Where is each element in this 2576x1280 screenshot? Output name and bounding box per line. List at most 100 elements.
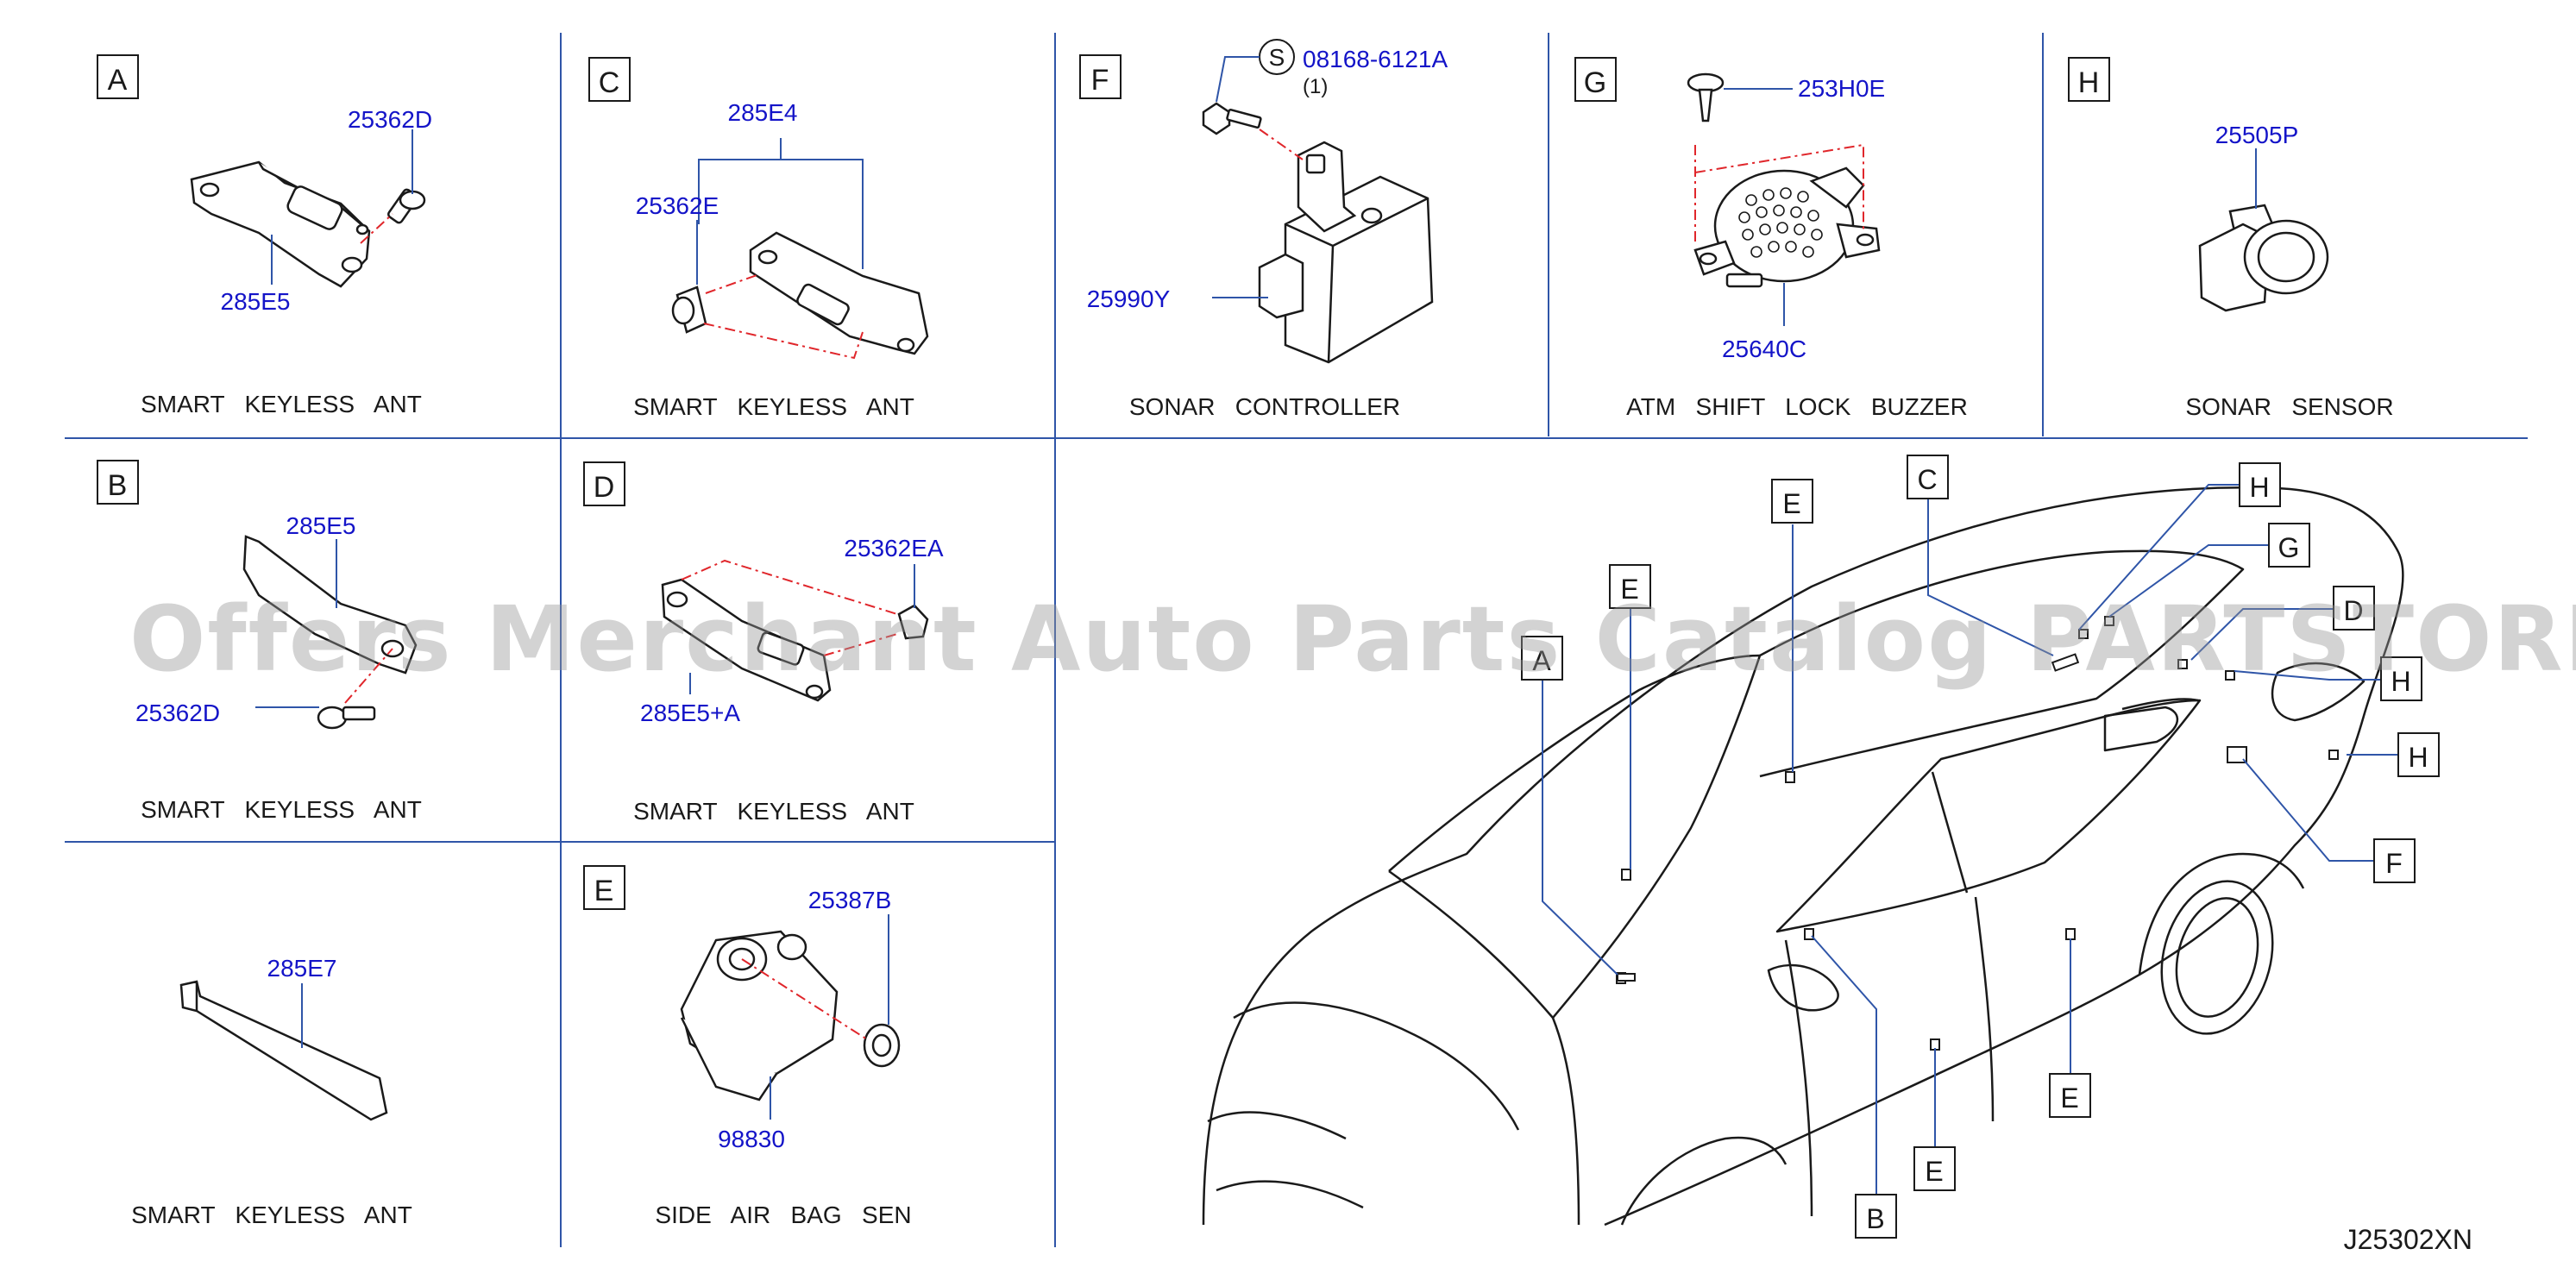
panel-b: B 285E5 25362D SMART KEYLESS ANT — [97, 460, 422, 823]
svg-text:A: A — [1532, 645, 1551, 676]
vehicle-illustration — [1202, 486, 2404, 1227]
buzzer-holes — [1738, 187, 1823, 258]
panel-285e7-caption: SMART KEYLESS ANT — [131, 1202, 412, 1228]
part-number-25362e[interactable]: 25362E — [636, 192, 719, 219]
sonar-sensor-illustration — [2198, 204, 2329, 312]
panel-h: H 25505P SONAR SENSOR — [2068, 57, 2394, 420]
panel-a-letter: A — [108, 64, 128, 97]
svg-text:E: E — [2060, 1082, 2078, 1114]
part-number-25362ea[interactable]: 25362EA — [844, 535, 944, 562]
svg-text:G: G — [2278, 532, 2300, 563]
callout-h-2[interactable]: H — [2380, 656, 2422, 701]
part-number-285e5[interactable]: 285E5 — [221, 288, 291, 315]
panel-e: E 25387B 98830 SIDE AIR BAG SEN — [583, 865, 912, 1228]
panel-d-letter: D — [594, 471, 615, 504]
assembly-dash-line — [1259, 129, 1304, 160]
standard-part-s-mark: S — [1269, 44, 1285, 71]
callout-h-3[interactable]: H — [2397, 732, 2440, 777]
panel-g-letter: G — [1584, 66, 1606, 99]
callout-g[interactable]: G — [2268, 523, 2310, 568]
part-number-253h0e[interactable]: 253H0E — [1798, 75, 1885, 102]
leader-line — [698, 138, 864, 269]
leader-line — [1216, 56, 1260, 103]
panel-e-letter: E — [594, 875, 614, 907]
part-number-08168-6121a[interactable]: 08168-6121A — [1303, 46, 1448, 72]
part-number-25505p[interactable]: 25505P — [2215, 122, 2299, 148]
panel-b-letter: B — [108, 469, 128, 502]
callout-h-1[interactable]: H — [2239, 462, 2281, 507]
svg-text:C: C — [1917, 464, 1937, 495]
part-number-98830[interactable]: 98830 — [718, 1126, 785, 1152]
callout-e-1[interactable]: E — [1609, 564, 1651, 609]
svg-text:E: E — [1782, 488, 1800, 519]
assembly-dash-line — [344, 648, 393, 704]
panel-c-caption: SMART KEYLESS ANT — [633, 393, 914, 420]
assembly-dash-line — [681, 559, 898, 656]
assembly-dash-line — [1694, 143, 1864, 242]
panel-c: C 285E4 25362E SMART KEYLESS ANT — [588, 57, 929, 420]
callout-f[interactable]: F — [2373, 838, 2416, 883]
svg-text:B: B — [1866, 1203, 1884, 1234]
panel-285e7: 285E7 SMART KEYLESS ANT — [131, 955, 412, 1228]
antenna-bracket-illustration — [749, 231, 929, 355]
part-number-285e4[interactable]: 285E4 — [728, 99, 798, 126]
part-number-25362d[interactable]: 25362D — [348, 106, 432, 133]
vehicle-callouts: E E C H G D A H — [1521, 455, 2440, 1239]
callout-e-2[interactable]: E — [1771, 479, 1813, 524]
part-number-25640c[interactable]: 25640C — [1722, 336, 1806, 362]
panel-h-letter: H — [2078, 66, 2100, 99]
svg-text:D: D — [2343, 595, 2363, 626]
bolt-icon — [1202, 102, 1262, 135]
vehicle-part-markers — [1616, 616, 2339, 1051]
clip-icon — [671, 285, 707, 334]
panel-d: D 25362EA 285E5+A SMART KEYLESS ANT — [583, 461, 944, 825]
panel-a: A 25362D 285E5 SMART KEYLESS ANT — [97, 54, 432, 417]
part-number-25362d[interactable]: 25362D — [135, 700, 220, 726]
panel-h-caption: SONAR SENSOR — [2185, 393, 2393, 420]
side-airbag-sensor-illustration — [680, 930, 839, 1101]
callout-d[interactable]: D — [2333, 586, 2375, 631]
callout-e-3[interactable]: E — [2049, 1073, 2091, 1118]
antenna-stick-illustration — [179, 980, 388, 1121]
screw-icon — [317, 706, 376, 730]
assembly-dash-line — [360, 213, 393, 244]
panel-g: G 253H0E 25640C ATM SHIFT LOCK BUZZER — [1574, 57, 1968, 420]
sonar-controller-illustration — [1258, 141, 1434, 364]
panel-b-caption: SMART KEYLESS ANT — [141, 796, 422, 823]
nut-icon — [863, 1023, 901, 1068]
clip-icon — [897, 604, 929, 640]
assembly-dash-line — [703, 273, 864, 360]
vehicle-callout-leaders — [1542, 484, 2398, 1195]
panel-d-caption: SMART KEYLESS ANT — [633, 798, 914, 825]
clip-icon — [387, 188, 426, 224]
svg-text:H: H — [2408, 742, 2428, 773]
svg-text:E: E — [1620, 574, 1638, 605]
smart-keyless-antenna-bracket-illustration — [190, 160, 371, 288]
panel-f: F S 08168-6121A (1) 25990Y SONAR CONTROL… — [1079, 39, 1448, 420]
callout-c[interactable]: C — [1907, 455, 1949, 499]
svg-text:F: F — [2385, 848, 2403, 879]
panel-e-caption: SIDE AIR BAG SEN — [655, 1202, 911, 1228]
diagram-code: J25302XN — [2344, 1224, 2472, 1255]
panel-f-caption: SONAR CONTROLLER — [1129, 393, 1400, 420]
panel-dividers — [65, 33, 2528, 1247]
callout-e-4[interactable]: E — [1913, 1146, 1956, 1191]
part-number-25990y[interactable]: 25990Y — [1087, 285, 1171, 312]
panel-f-letter: F — [1091, 64, 1109, 97]
callout-a[interactable]: A — [1521, 636, 1563, 681]
svg-text:E: E — [1925, 1156, 1943, 1187]
svg-text:H: H — [2249, 472, 2269, 503]
part-number-285e5[interactable]: 285E5 — [286, 512, 356, 539]
panel-a-caption: SMART KEYLESS ANT — [141, 391, 422, 417]
part-number-285e5-a[interactable]: 285E5+A — [640, 700, 740, 726]
antenna-bracket-illustration — [661, 578, 832, 702]
assembly-dash-line — [741, 958, 868, 1040]
svg-text:H: H — [2391, 666, 2410, 697]
part-number-25387b[interactable]: 25387B — [808, 887, 892, 913]
part-number-285e7[interactable]: 285E7 — [267, 955, 337, 982]
part-quantity: (1) — [1303, 75, 1328, 98]
callout-b[interactable]: B — [1855, 1194, 1897, 1239]
panel-g-caption: ATM SHIFT LOCK BUZZER — [1626, 393, 1968, 420]
